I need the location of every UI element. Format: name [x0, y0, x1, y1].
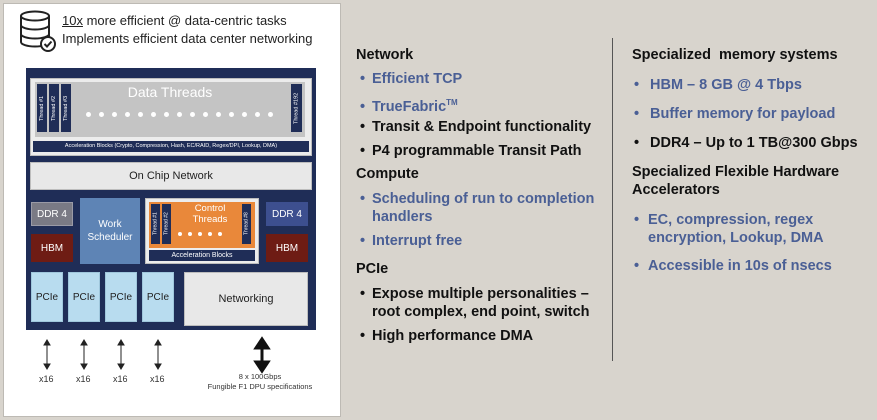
lane-label-4: x16: [150, 374, 165, 384]
network-item-1: •Efficient TCP: [360, 71, 463, 87]
ct-thread-label-last: Thread #8: [242, 204, 251, 244]
hbm-right: HBM: [266, 234, 308, 262]
acceleration-blocks-strip: Acceleration Blocks (Crypto, Compression…: [33, 141, 309, 152]
accel-item-1-cont: encryption, Lookup, DMA: [648, 230, 824, 246]
pcie-heading: PCIe: [356, 261, 389, 277]
memory-item-3: •DDR4 – Up to 1 TB@300 Gbps: [634, 135, 858, 151]
ct-thread-dots: [178, 232, 222, 236]
compute-heading: Compute: [356, 166, 419, 182]
memory-item-1: •HBM – 8 GB @ 4 Tbps: [634, 77, 802, 93]
thread-label-3: Thread #3: [61, 84, 71, 132]
pcie-block-2: PCIe: [68, 272, 100, 322]
pcie-item-1-cont: root complex, end point, switch: [372, 304, 590, 320]
database-check-icon: [20, 10, 56, 52]
network-item-2: •TrueFabricTM: [360, 98, 458, 115]
pcie-item-2: •High performance DMA: [360, 328, 534, 344]
hbm-left: HBM: [31, 234, 73, 262]
thread-label-1: Thread #1: [37, 84, 47, 132]
control-threads-line2: Threads: [192, 214, 228, 225]
tagline: 10x more efficient @ data-centric tasks …: [62, 12, 313, 48]
accel-item-1: •EC, compression, regex: [634, 212, 814, 228]
column-divider: [612, 38, 613, 361]
network-item-4: •P4 programmable Transit Path: [360, 143, 582, 159]
accel-heading-line1: Specialized Flexible Hardware: [632, 164, 840, 180]
lane-label-2: x16: [76, 374, 91, 384]
network-heading: Network: [356, 47, 414, 63]
thread-label-last: Thread #192: [291, 84, 302, 132]
network-item-3: •Transit & Endpoint functionality: [360, 119, 592, 135]
compute-item-2: •Interrupt free: [360, 233, 463, 249]
memory-item-2: •Buffer memory for payload: [634, 106, 836, 122]
accel-item-2: •Accessible in 10s of nsecs: [634, 258, 832, 274]
pcie-block-4: PCIe: [142, 272, 174, 322]
memory-heading: Specialized memory systems: [632, 47, 838, 63]
thread-dots: [86, 112, 273, 117]
thread-label-2: Thread #2: [49, 84, 59, 132]
accel-heading-line2: Accelerators: [632, 182, 720, 198]
compute-item-1-cont: handlers: [372, 209, 433, 225]
compute-item-1: •Scheduling of run to completion: [360, 191, 595, 207]
work-scheduler-line1: Work: [98, 219, 122, 230]
ddr4-right: DDR 4: [266, 202, 308, 226]
spec-caption: 8 x 100Gbps Fungible F1 DPU specificatio…: [190, 372, 330, 391]
lane-label-1: x16: [39, 374, 54, 384]
pcie-item-1: •Expose multiple personalities –: [360, 286, 589, 302]
lane-label-3: x16: [113, 374, 128, 384]
networking-block: Networking: [184, 272, 308, 326]
control-acceleration-blocks: Acceleration Blocks: [149, 250, 255, 261]
control-threads-line1: Control: [194, 203, 226, 214]
pcie-block-3: PCIe: [105, 272, 137, 322]
ct-thread-label-1: Thread #1: [151, 204, 160, 244]
figure-caption: Fungible F1 DPU specifications: [207, 381, 313, 391]
control-threads-title: Control Threads: [170, 203, 250, 225]
trademark-sup: TM: [446, 98, 458, 107]
tagline-10x: 10x: [62, 13, 83, 28]
data-threads-title: Data Threads: [127, 84, 213, 100]
tagline-line1: more efficient @ data-centric tasks: [82, 13, 287, 28]
work-scheduler-line2: Scheduler: [87, 232, 133, 243]
work-scheduler: Work Scheduler: [80, 198, 140, 264]
ddr4-left: DDR 4: [31, 202, 73, 226]
data-threads-header: [35, 82, 305, 137]
net-speed-label: 8 x 100Gbps: [238, 372, 282, 381]
tagline-line2: Implements efficient data center network…: [62, 31, 313, 46]
pcie-block-1: PCIe: [31, 272, 63, 322]
on-chip-network: On Chip Network: [30, 162, 312, 190]
